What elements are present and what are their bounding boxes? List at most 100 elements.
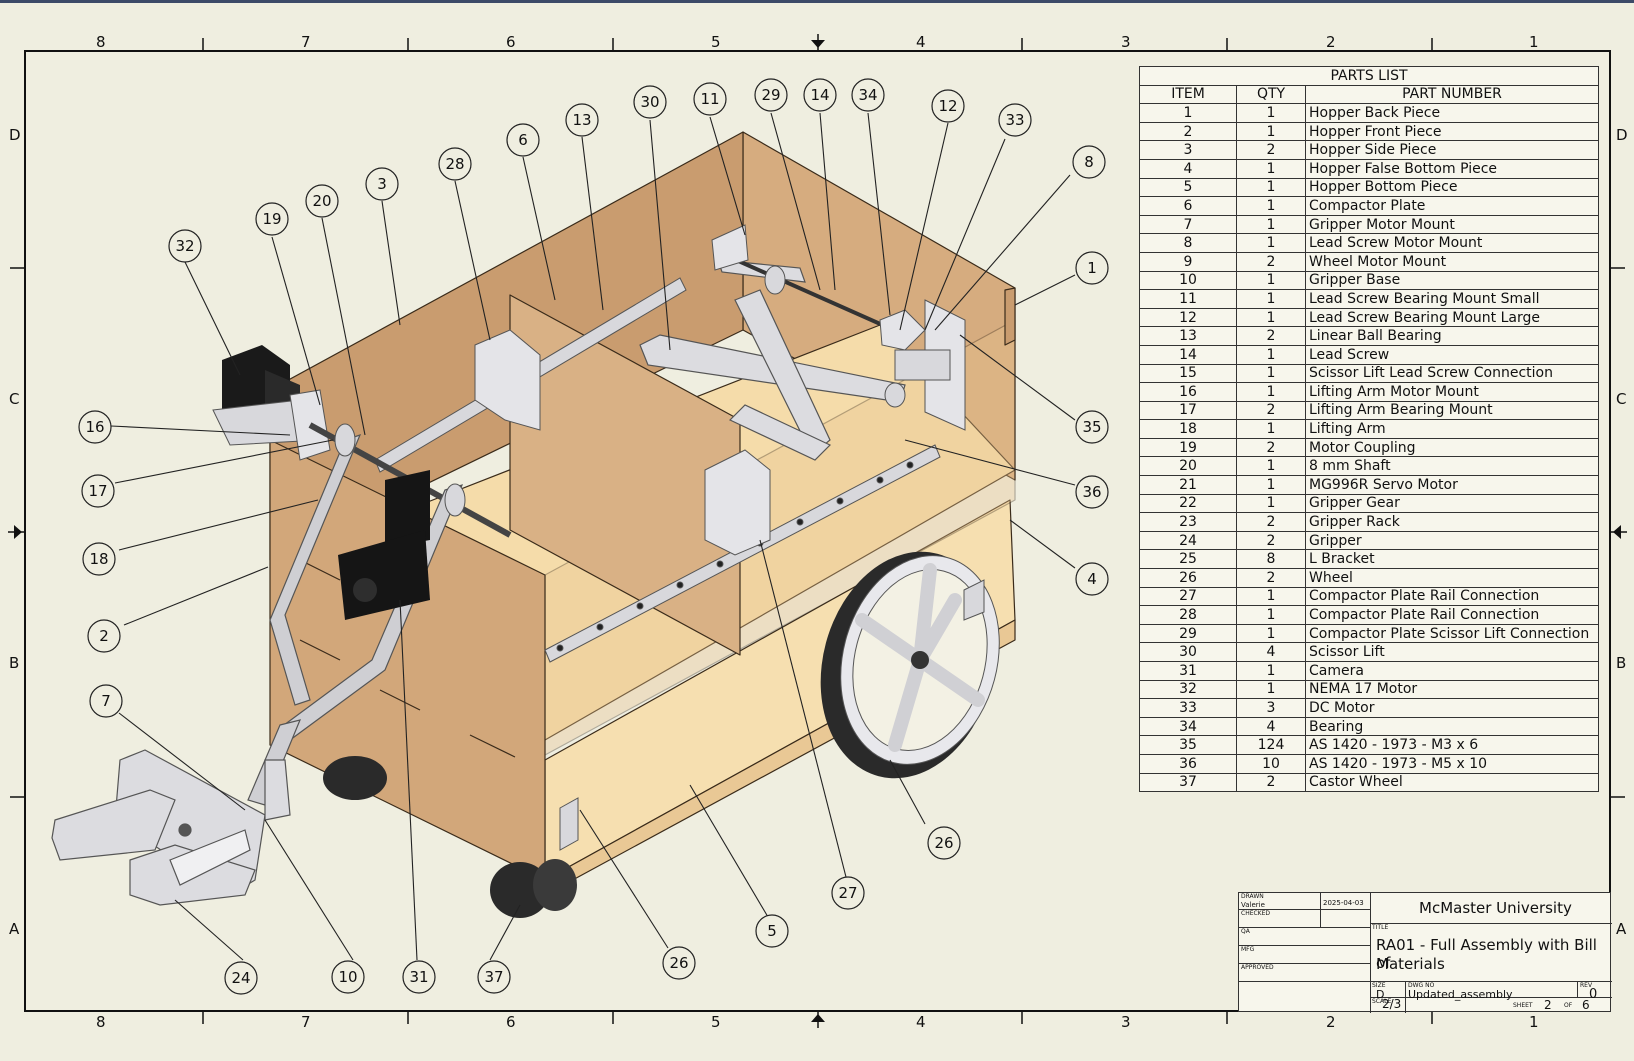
balloon-number: 11 (700, 90, 719, 108)
item-cell: 13 (1139, 326, 1237, 346)
part-number-cell: Motor Coupling (1305, 437, 1599, 458)
item-balloon: 16 (78, 410, 112, 444)
part-number-cell: AS 1420 - 1973 - M3 x 6 (1305, 735, 1599, 755)
qty-cell: 1 (1236, 605, 1306, 625)
part-number-cell: Scissor Lift Lead Screw Connection (1305, 363, 1599, 384)
qty-cell: 2 (1236, 251, 1306, 272)
drawn-by: Valerie (1241, 901, 1265, 909)
centering-marks (14, 40, 1621, 1022)
compactor-rail-connections (474, 329, 771, 556)
qty-cell: 2 (1236, 530, 1306, 551)
qty-cell: 1 (1236, 196, 1306, 216)
qty-cell: 1 (1236, 103, 1306, 123)
zone-row-label: C (1616, 390, 1627, 408)
item-balloon: 19 (255, 202, 289, 236)
item-balloon: 32 (168, 229, 202, 263)
zone-row-label: A (9, 920, 20, 938)
balloon-number: 20 (312, 192, 331, 210)
sheet-size: D (1376, 988, 1385, 1001)
qty-cell: 1 (1236, 661, 1306, 681)
balloon-number: 26 (669, 954, 688, 972)
balloon-number: 34 (858, 86, 877, 104)
part-number-cell: Compactor Plate (1305, 196, 1599, 216)
sheet-total: 6 (1582, 998, 1590, 1012)
item-cell: 15 (1139, 363, 1237, 384)
part-number-cell: Scissor Lift (1305, 642, 1599, 662)
zone-col-label: 1 (1529, 1013, 1539, 1031)
zone-col-label: 3 (1121, 33, 1131, 51)
item-cell: 3 (1139, 140, 1237, 160)
item-cell: 20 (1139, 456, 1237, 477)
item-cell: 27 (1139, 586, 1237, 607)
item-balloon: 18 (82, 542, 116, 576)
item-cell: 21 (1139, 475, 1237, 495)
qty-cell: 1 (1236, 363, 1306, 384)
part-number-cell: Hopper Bottom Piece (1305, 177, 1599, 198)
item-cell: 9 (1139, 251, 1237, 272)
item-cell: 36 (1139, 753, 1237, 774)
column-header-qty: QTY (1236, 84, 1306, 105)
item-cell: 34 (1139, 716, 1237, 737)
item-cell: 23 (1139, 512, 1237, 532)
balloon-number: 8 (1084, 153, 1094, 171)
drawing-scale: 2/3 (1382, 997, 1402, 1011)
sheet-number: 2 (1544, 998, 1552, 1012)
dwg-no-label: DWG NO (1408, 982, 1435, 989)
part-number-cell: Hopper False Bottom Piece (1305, 158, 1599, 179)
approved-label: APPROVED (1241, 964, 1274, 971)
item-balloon: 29 (754, 78, 788, 112)
balloon-number: 10 (338, 968, 357, 986)
part-number-cell: Castor Wheel (1305, 772, 1599, 793)
rev-label: REV (1580, 982, 1593, 989)
item-balloon: 12 (931, 89, 965, 123)
qty-cell: 1 (1236, 307, 1306, 328)
balloon-number: 2 (99, 627, 109, 645)
balloon-number: 14 (810, 86, 829, 104)
part-number-cell: Bearing (1305, 716, 1599, 737)
balloon-number: 37 (484, 968, 503, 986)
item-balloon: 17 (81, 474, 115, 508)
item-cell: 31 (1139, 661, 1237, 681)
item-cell: 14 (1139, 344, 1237, 365)
qty-cell: 2 (1236, 140, 1306, 160)
part-number-cell: Hopper Side Piece (1305, 140, 1599, 160)
checked-label: CHECKED (1241, 910, 1271, 917)
balloon-number: 31 (409, 968, 428, 986)
part-number-cell: Compactor Plate Rail Connection (1305, 605, 1599, 625)
zone-row-label: B (9, 654, 20, 672)
balloon-number: 1 (1087, 259, 1097, 277)
sheet-label: SHEET (1513, 1002, 1533, 1009)
qty-cell: 1 (1236, 419, 1306, 439)
item-balloon: 36 (1075, 475, 1109, 509)
balloon-number: 13 (572, 111, 591, 129)
qty-cell: 124 (1236, 735, 1306, 755)
qty-cell: 2 (1236, 568, 1306, 588)
mfg-label: MFG (1241, 946, 1255, 953)
zone-row-label: B (1616, 654, 1627, 672)
qty-cell: 2 (1236, 512, 1306, 532)
lead-screw-assembly (711, 224, 966, 431)
part-number-cell: Gripper Motor Mount (1305, 214, 1599, 235)
drawn-label: DRAWN (1241, 893, 1264, 900)
item-cell: 6 (1139, 196, 1237, 216)
qty-cell: 1 (1236, 493, 1306, 514)
qty-cell: 1 (1236, 177, 1306, 198)
window-top-bar (0, 0, 1634, 3)
balloon-number: 18 (89, 550, 108, 568)
qty-cell: 2 (1236, 437, 1306, 458)
item-cell: 30 (1139, 642, 1237, 662)
